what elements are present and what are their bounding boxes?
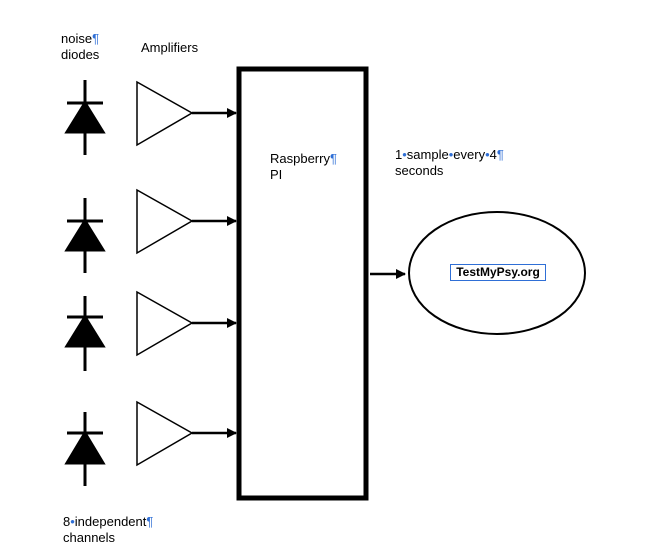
destination-label[interactable]: TestMyPsy.org	[450, 264, 546, 281]
amplifier-4	[136, 400, 194, 467]
raspberry-pi-label: Raspberry¶ PI	[270, 151, 337, 182]
amplifier-3	[136, 290, 194, 357]
channel-4	[64, 400, 237, 486]
channel-2	[64, 188, 237, 273]
destination-ellipse	[408, 211, 586, 335]
channels-label: 8•independent¶ channels	[63, 514, 154, 545]
sample-rate-label: 1•sample•every•4¶ seconds	[395, 147, 504, 178]
channel-1	[64, 80, 237, 155]
amplifier-1	[136, 80, 194, 147]
channel-3	[64, 290, 237, 371]
amplifier-2	[136, 188, 194, 255]
noise-diode-4	[64, 412, 106, 486]
noise-diodes-label: noise¶ diodes	[61, 31, 100, 62]
noise-diode-1	[64, 80, 106, 155]
amplifiers-label: Amplifiers	[141, 40, 199, 55]
noise-diode-3	[64, 296, 106, 371]
raspberry-pi-box	[236, 66, 369, 501]
noise-diode-2	[64, 198, 106, 273]
